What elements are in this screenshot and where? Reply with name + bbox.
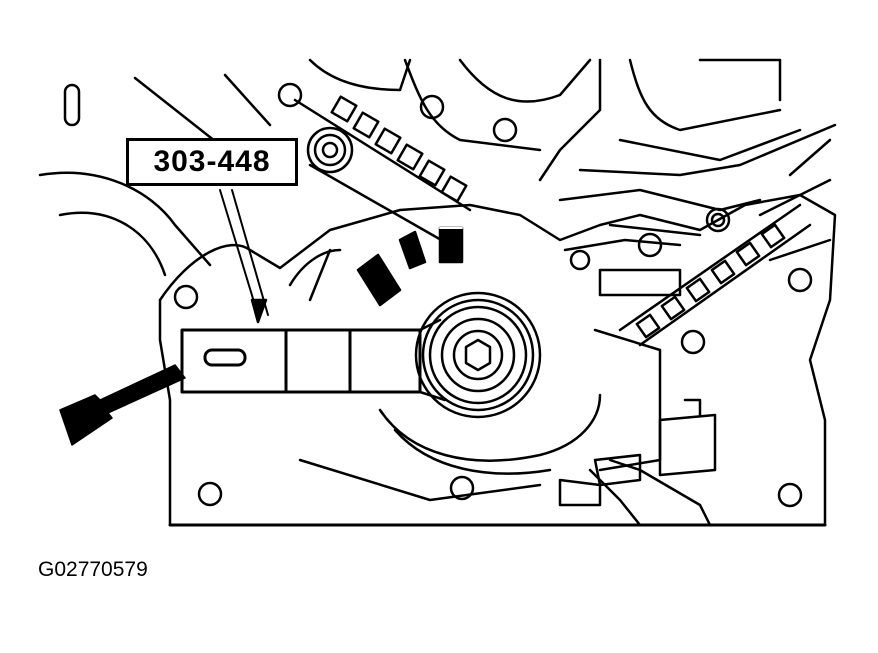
crankshaft-sprocket [414, 291, 542, 419]
right-chain [618, 203, 812, 347]
figure-id: G02770579 [38, 558, 148, 581]
tool-slot [203, 348, 247, 367]
label-leader-lines [219, 189, 269, 324]
tool-number-label: 303-448 [126, 138, 298, 186]
locking-tool [180, 318, 447, 402]
indicator-arrow [59, 364, 186, 446]
guide-pulley [306, 126, 354, 174]
upper-slot [63, 83, 81, 127]
timing-chain [293, 95, 472, 247]
upper-background-lines [63, 58, 837, 262]
oil-pump-housing [288, 248, 602, 502]
dowel-pins [356, 226, 464, 307]
tensioner-bracket [558, 238, 717, 507]
bolt-holes [173, 82, 813, 508]
tool-number-text: 303-448 [153, 145, 271, 178]
